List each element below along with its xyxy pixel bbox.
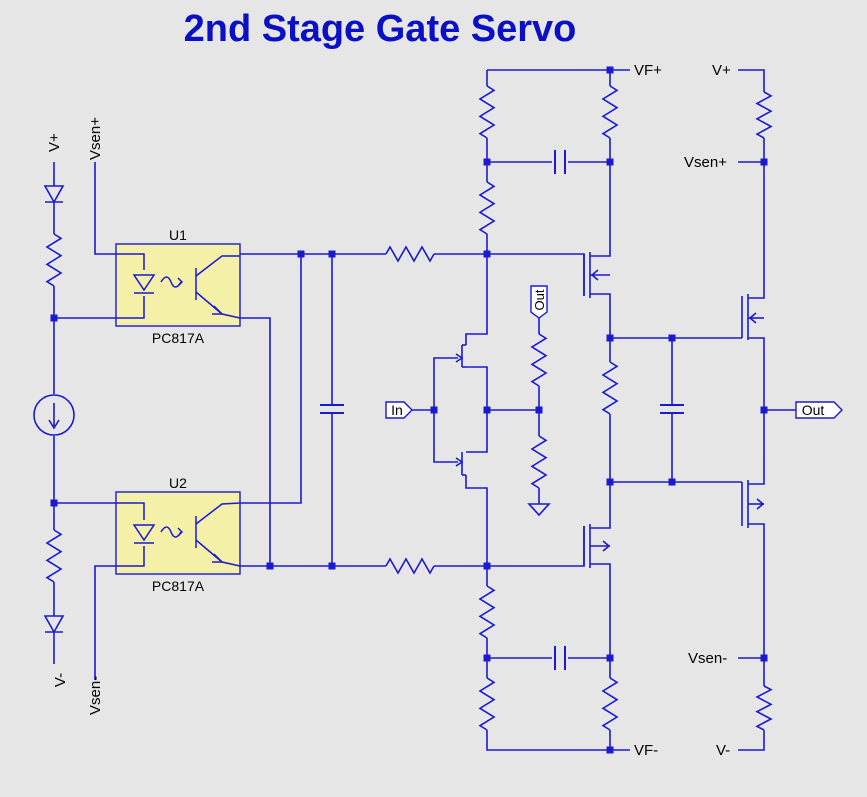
- u1-part: PC817A: [152, 330, 205, 346]
- junction-node: [483, 654, 491, 662]
- u2-ref: U2: [169, 475, 187, 491]
- junction-node: [535, 406, 543, 414]
- junction-node: [606, 158, 614, 166]
- jfet-upper: [455, 344, 466, 368]
- junction-node: [483, 158, 491, 166]
- junction-node: [606, 66, 614, 74]
- junction-node: [606, 478, 614, 486]
- mosfet-output-lower: [741, 458, 765, 528]
- net-label-vminus-right: V-: [716, 742, 730, 759]
- junction-node: [483, 406, 491, 414]
- resistor-sense-plus: [755, 91, 773, 139]
- net-label-vf-minus: VF-: [634, 742, 658, 759]
- resistor-lower-c: [601, 677, 619, 731]
- diagram-title: 2nd Stage Gate Servo: [183, 8, 577, 50]
- resistor-gate-lower: [385, 557, 435, 575]
- resistor-feedback-b: [530, 435, 548, 489]
- mosfet-lower-driver: [583, 524, 611, 574]
- junction-node: [328, 562, 336, 570]
- junction-node: [760, 654, 768, 662]
- net-label-vsen-minus-left: Vsen-: [87, 676, 104, 715]
- optocoupler-u2: U2 PC817A: [115, 475, 241, 594]
- junction-node: [483, 562, 491, 570]
- resistor-upper-b: [478, 181, 496, 235]
- current-source: [33, 394, 75, 436]
- diode-top: [43, 185, 65, 204]
- junction-node: [668, 334, 676, 342]
- junction-node: [606, 654, 614, 662]
- net-label-vplus-left: V+: [46, 133, 63, 152]
- jfet-lower: [455, 452, 466, 476]
- diode-bottom: [43, 615, 65, 634]
- junction-nodes: [50, 66, 768, 754]
- resistor-r2: [45, 529, 63, 583]
- junction-node: [760, 158, 768, 166]
- junction-node: [297, 250, 305, 258]
- resistor-r1: [45, 233, 63, 287]
- resistor-upper-a: [478, 85, 496, 139]
- junction-node: [606, 746, 614, 754]
- mosfet-upper-driver: [583, 250, 611, 298]
- net-label-vsen-plus-right: Vsen+: [684, 154, 727, 171]
- resistors: [45, 85, 773, 731]
- port-out-feedback-label: Out: [532, 289, 547, 310]
- port-out-main-label: Out: [802, 402, 825, 418]
- resistor-lower-b: [478, 677, 496, 731]
- junction-node: [430, 406, 438, 414]
- resistor-bias: [601, 361, 619, 415]
- port-in-label: In: [391, 402, 403, 418]
- resistor-lower-a: [478, 585, 496, 639]
- ground-symbol: [527, 503, 551, 517]
- net-label-vplus-right: V+: [712, 62, 731, 79]
- u2-part: PC817A: [152, 578, 205, 594]
- net-label-vsen-minus-right: Vsen-: [688, 650, 727, 667]
- optocoupler-u1: U1 PC817A: [115, 227, 241, 346]
- junction-node: [50, 314, 58, 322]
- port-out-main: Out: [795, 401, 843, 419]
- mosfet-output-upper: [741, 294, 765, 342]
- junction-node: [760, 406, 768, 414]
- resistor-feedback-a: [530, 333, 548, 387]
- wires: [53, 69, 796, 751]
- junction-node: [266, 562, 274, 570]
- junction-node: [483, 250, 491, 258]
- resistor-upper-c: [601, 85, 619, 139]
- port-out-feedback: Out: [530, 285, 548, 319]
- junction-node: [328, 250, 336, 258]
- capacitors: [320, 150, 684, 670]
- resistor-gate-upper: [385, 245, 435, 263]
- junction-node: [50, 499, 58, 507]
- u1-ref: U1: [169, 227, 187, 243]
- port-in: In: [385, 401, 413, 419]
- net-label-vf-plus: VF+: [634, 62, 662, 79]
- junction-node: [668, 478, 676, 486]
- net-label-vminus-left: V-: [52, 673, 69, 687]
- resistor-sense-minus: [755, 685, 773, 731]
- net-label-vsen-plus-left: Vsen+: [87, 117, 104, 160]
- junction-node: [606, 334, 614, 342]
